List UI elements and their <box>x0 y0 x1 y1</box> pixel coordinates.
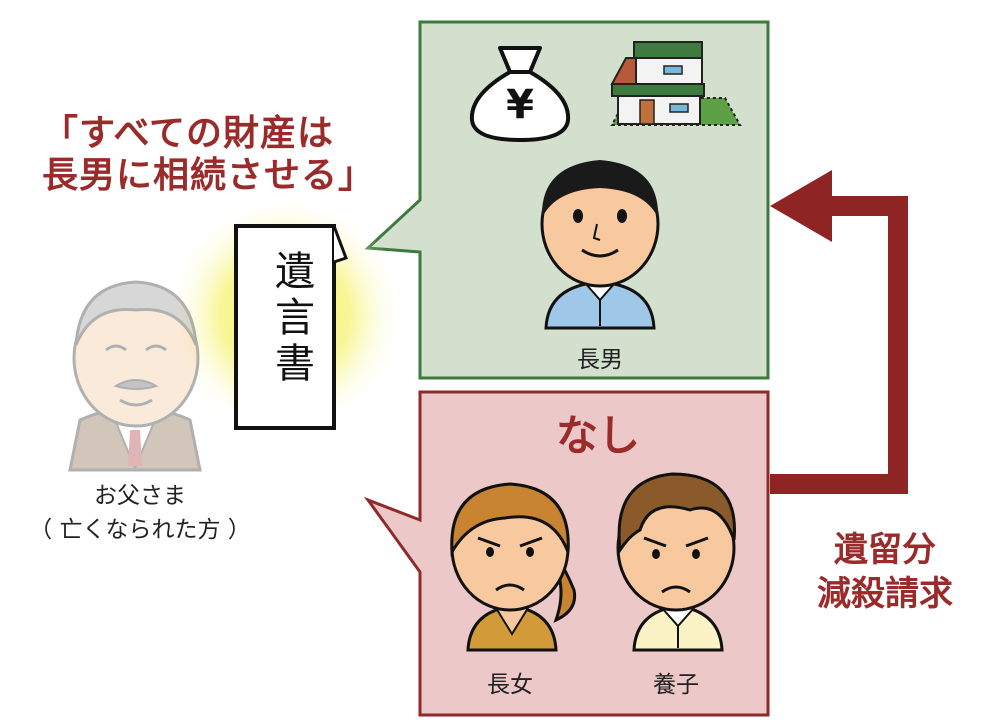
adopted-son-label: 養子 <box>653 672 699 698</box>
eldest-daughter-label: 長女 <box>487 672 533 698</box>
no-inheritance-heading: なし <box>555 411 640 460</box>
will-document-text: 遺言書 <box>268 250 314 388</box>
claim-line1: 遺留分 <box>834 530 936 570</box>
yen-symbol: ¥ <box>506 82 534 128</box>
father-sublabel: （ 亡くなられた方 ） <box>29 517 251 543</box>
claim-line2: 減殺請求 <box>817 574 953 614</box>
will-instruction-line1: 「すべての財産は <box>42 113 335 154</box>
will-instruction-line2: 長男に相続させる」 <box>42 155 376 196</box>
money-bag-icon <box>469 46 571 142</box>
father-label: お父さま <box>94 483 186 509</box>
eldest-son-figure <box>540 160 660 330</box>
eldest-daughter-figure <box>450 482 577 652</box>
father-figure <box>68 280 202 472</box>
adopted-son-figure <box>616 472 736 652</box>
claim-arrow <box>770 170 908 494</box>
eldest-son-label: 長男 <box>577 347 623 373</box>
house-icon <box>610 41 742 126</box>
will-document <box>234 224 348 430</box>
